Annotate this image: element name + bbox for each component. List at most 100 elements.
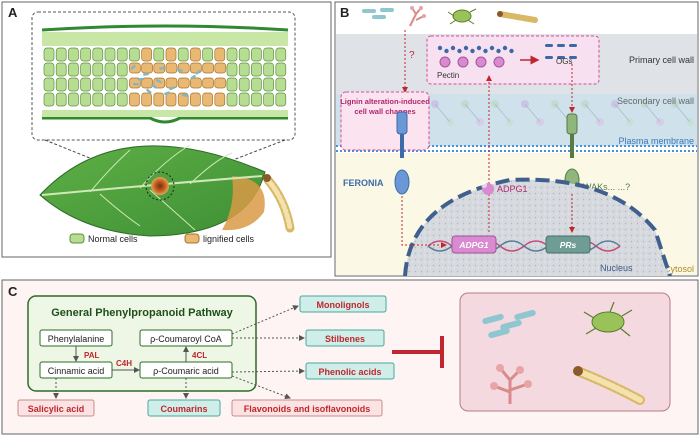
normal-cell xyxy=(68,92,79,107)
og-fragment xyxy=(569,44,577,47)
bacterium xyxy=(130,64,136,70)
wall-link xyxy=(434,103,451,123)
pectin-unit xyxy=(437,45,443,51)
cytosol-label: Cytosol xyxy=(664,264,694,274)
og-fragment xyxy=(569,56,577,59)
question-mark: ? xyxy=(409,50,415,61)
wall-link xyxy=(464,103,481,123)
gene-adpg1-label: ADPG1 xyxy=(458,240,489,250)
leaf-icon xyxy=(39,144,266,237)
wall-link xyxy=(584,103,601,123)
product-stilbenes: Stilbenes xyxy=(305,329,385,347)
fungus-icon xyxy=(409,6,426,27)
pests-box xyxy=(459,292,671,412)
normal-cell xyxy=(104,62,116,77)
normal-cell xyxy=(43,77,55,92)
normal-cell xyxy=(68,62,79,77)
svg-text:Stilbenes: Stilbenes xyxy=(325,334,365,344)
normal-cell xyxy=(55,62,67,77)
product-flavonoids: Flavonoids and isoflavonoids xyxy=(231,399,383,417)
normal-cell xyxy=(153,47,165,62)
panel-a: A xyxy=(1,1,332,258)
pectin-unit xyxy=(489,45,495,51)
receptor-feronia-icon xyxy=(394,111,410,195)
pectin-label: Pectin xyxy=(437,71,459,80)
lignified-cell xyxy=(165,62,178,74)
normal-cell xyxy=(251,77,262,92)
lignified-cell xyxy=(165,77,178,89)
normal-cell xyxy=(116,77,128,92)
og-fragment xyxy=(557,56,565,59)
product-phenolic-acids: Phenolic acids xyxy=(305,362,395,380)
bacterium xyxy=(159,66,166,70)
pectin-branch xyxy=(493,56,505,68)
aphid-icon xyxy=(447,8,477,25)
ogs-label: OGs xyxy=(556,57,572,66)
bacterium xyxy=(169,86,175,91)
normal-cell xyxy=(55,47,67,62)
normal-cell xyxy=(55,92,67,107)
lignified-cell xyxy=(202,92,213,107)
gene-prs-label: PRs xyxy=(560,240,577,250)
lignified-cell xyxy=(190,77,202,89)
lignified-cell xyxy=(214,47,226,62)
bacterium xyxy=(195,69,201,75)
normal-cell xyxy=(202,47,213,62)
bacterium xyxy=(143,72,150,76)
bacterium xyxy=(176,68,183,73)
enzyme-4cl: 4CL xyxy=(192,351,207,360)
node-coumaric-acid-label: ρ-Coumaric acid xyxy=(153,366,219,376)
normal-cell xyxy=(80,47,91,62)
normal-cell xyxy=(238,77,250,92)
normal-cell xyxy=(177,47,189,62)
pectin-box: Pectin OGs xyxy=(426,35,600,85)
panel-c-letter: C xyxy=(8,284,18,299)
pectin-branch xyxy=(439,56,451,68)
normal-cell xyxy=(104,92,116,107)
bacterium xyxy=(132,82,139,86)
caterpillar-icon xyxy=(263,174,295,233)
normal-cell xyxy=(129,47,140,62)
lignified-cell xyxy=(190,92,201,107)
normal-cell xyxy=(226,47,238,62)
svg-text:Phenolic acids: Phenolic acids xyxy=(318,367,381,377)
normal-cell xyxy=(275,92,287,107)
normal-cell xyxy=(104,77,116,92)
node-cinnamic-acid-label: Cinnamic acid xyxy=(48,366,105,376)
normal-cell xyxy=(92,62,104,77)
product-salicylic-acid: Salicylic acid xyxy=(17,399,95,417)
normal-cell xyxy=(116,92,128,107)
normal-cell xyxy=(251,62,262,77)
pectin-chain-icon xyxy=(437,45,514,68)
secondary-wall-label: Secondary cell wall xyxy=(617,96,694,106)
caterpillar-icon xyxy=(573,366,645,405)
normal-cell xyxy=(275,77,287,92)
lignified-cell xyxy=(141,77,153,89)
lignified-cell xyxy=(153,92,165,107)
bacteria-icon xyxy=(482,309,536,339)
normal-cell xyxy=(80,77,91,92)
svg-text:Monolignols: Monolignols xyxy=(317,300,370,310)
legend-lignified-label: lignified cells xyxy=(203,234,255,244)
normal-cell xyxy=(251,47,262,62)
panel-c: C General Phenylpropanoid Pathway Phenyl… xyxy=(1,279,699,435)
lignified-cell xyxy=(190,47,201,62)
normal-cell xyxy=(92,77,104,92)
pectin-branch xyxy=(475,56,487,68)
lignified-cell xyxy=(141,92,152,107)
bacterium xyxy=(181,93,188,97)
svg-text:Coumarins: Coumarins xyxy=(160,404,207,414)
lignified-cell xyxy=(177,77,190,89)
enzyme-c4h: C4H xyxy=(116,359,132,368)
lignified-cell xyxy=(129,92,140,107)
normal-cell xyxy=(226,92,238,107)
feronia-label: FERONIA xyxy=(343,178,384,188)
normal-cell xyxy=(263,47,274,62)
product-coumarins: Coumarins xyxy=(147,399,221,417)
primary-wall-label: Primary cell wall xyxy=(629,55,694,65)
normal-cell xyxy=(55,77,67,92)
og-fragment xyxy=(557,44,565,47)
aphid-icon xyxy=(583,301,633,337)
inhibition-icon xyxy=(392,336,444,368)
enzyme-pal: PAL xyxy=(84,351,100,360)
